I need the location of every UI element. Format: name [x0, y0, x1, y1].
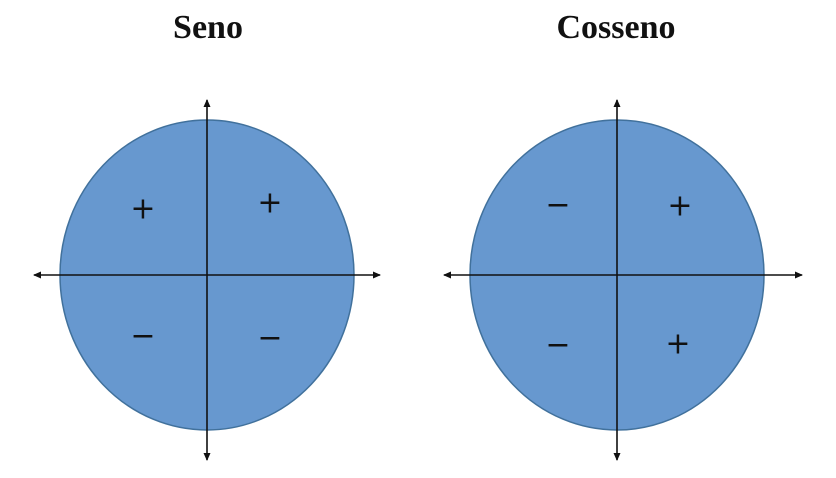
cosseno-quadrant-2-sign: − — [545, 188, 570, 223]
cosseno-quadrant-4-sign: + — [665, 327, 690, 362]
seno-title: Seno — [173, 9, 243, 46]
seno-quadrant-4-sign: − — [257, 321, 282, 356]
cosseno-title: Cosseno — [556, 9, 676, 46]
cosseno-panel: − + − + — [443, 99, 803, 461]
cosseno-quadrant-1-sign: + — [667, 189, 692, 224]
cosseno-quadrant-3-sign: − — [545, 328, 570, 363]
seno-quadrant-2-sign: + — [130, 192, 155, 227]
seno-panel: + + − − — [33, 99, 381, 461]
seno-quadrant-1-sign: + — [257, 186, 282, 221]
seno-quadrant-3-sign: − — [130, 319, 155, 354]
